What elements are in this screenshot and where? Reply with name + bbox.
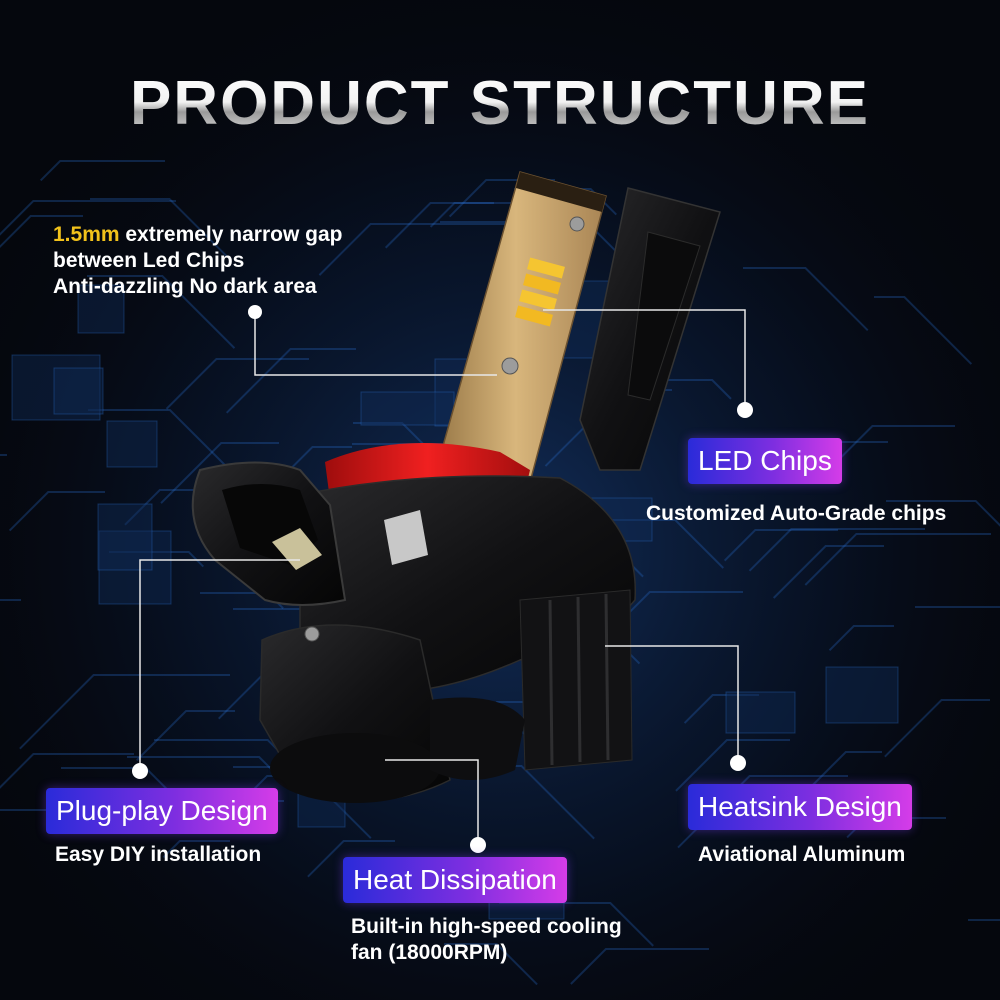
gap-note-line1: 1.5mm extremely narrow gap <box>53 222 342 248</box>
heat-dissipation-desc: Built-in high-speed cooling fan (18000RP… <box>351 914 622 966</box>
plug-play-desc: Easy DIY installation <box>55 843 262 866</box>
gap-note-line1-rest: extremely narrow gap <box>119 223 343 246</box>
plug-play-badge: Plug-play Design <box>46 788 278 834</box>
page-title: PRODUCT STRUCTURE <box>0 68 1000 139</box>
heat-dissipation-badge: Heat Dissipation <box>343 857 567 903</box>
heatsink-badge: Heatsink Design <box>688 784 912 830</box>
led-chips-badge: LED Chips <box>688 438 842 484</box>
gap-note: 1.5mm extremely narrow gap between Led C… <box>53 222 342 300</box>
heatsink-fins <box>519 589 633 771</box>
led-chips-desc: Customized Auto-Grade chips <box>646 502 947 525</box>
heatsink-desc: Aviational Aluminum <box>698 843 906 866</box>
gap-note-line3: Anti-dazzling No dark area <box>53 275 317 298</box>
heat-dissipation-desc-line2: fan (18000RPM) <box>351 941 508 964</box>
gap-note-highlight: 1.5mm <box>53 223 120 246</box>
led-chips <box>515 257 565 327</box>
gap-note-line2: between Led Chips <box>53 249 245 272</box>
heat-dissipation-desc-line1: Built-in high-speed cooling <box>351 915 622 938</box>
